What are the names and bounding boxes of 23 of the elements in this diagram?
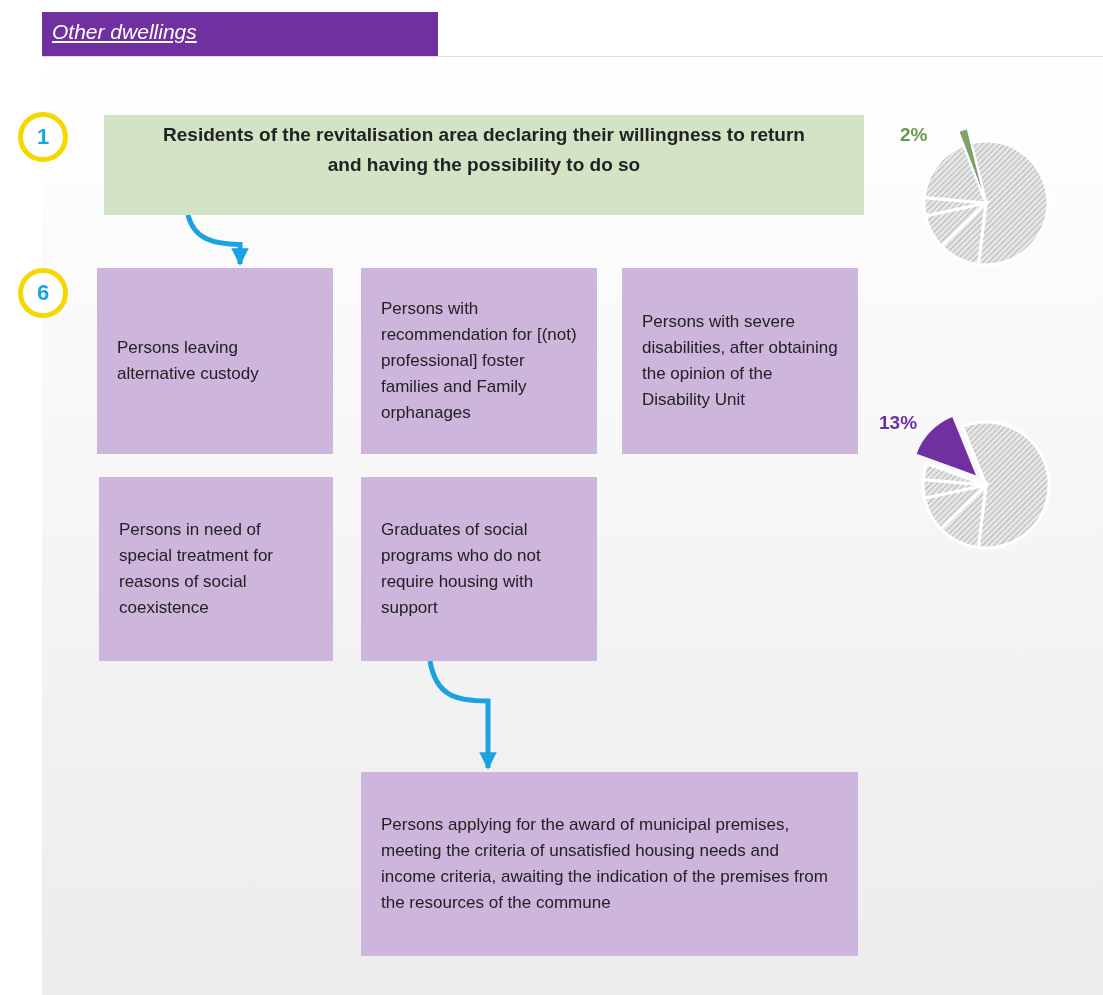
category-box bbox=[99, 477, 333, 661]
percentage-label: 2% bbox=[900, 124, 928, 146]
box-text: Residents of the revitalisation area declaring their willingness to return and having the possibility to do so bbox=[162, 123, 806, 177]
step-number: 1 bbox=[36, 124, 50, 150]
step-number: 6 bbox=[36, 280, 50, 306]
category-box bbox=[97, 268, 333, 454]
box-text: Persons applying for the award of municipal premises, meeting the criteria of unsatisfied housing needs and income criteria, awaiting the indication of the premises from the resources of the commune bbox=[381, 814, 829, 914]
title-banner: Other dwellings bbox=[42, 12, 438, 56]
box-text: Persons with severe disabilities, after obtaining the opinion of the Disability Unit bbox=[642, 311, 838, 411]
percentage-label: 13% bbox=[879, 412, 918, 434]
step-number-badge bbox=[18, 112, 68, 162]
box-text: Persons with recommendation for [(not) professional] foster families and Family orphanages bbox=[381, 298, 577, 424]
category-box bbox=[361, 477, 597, 661]
step-number-badge bbox=[18, 268, 68, 318]
arrow bbox=[185, 214, 249, 266]
category-box bbox=[361, 268, 597, 454]
box-text: Graduates of social programs who do not require housing with support bbox=[381, 519, 542, 619]
box-text: Persons leaving alternative custody bbox=[117, 337, 260, 385]
category-box bbox=[104, 115, 864, 215]
category-box bbox=[361, 772, 858, 956]
box-text: Persons in need of special treatment for reasons of social coexistence bbox=[119, 519, 274, 619]
arrow bbox=[427, 660, 497, 770]
category-box bbox=[622, 268, 858, 454]
